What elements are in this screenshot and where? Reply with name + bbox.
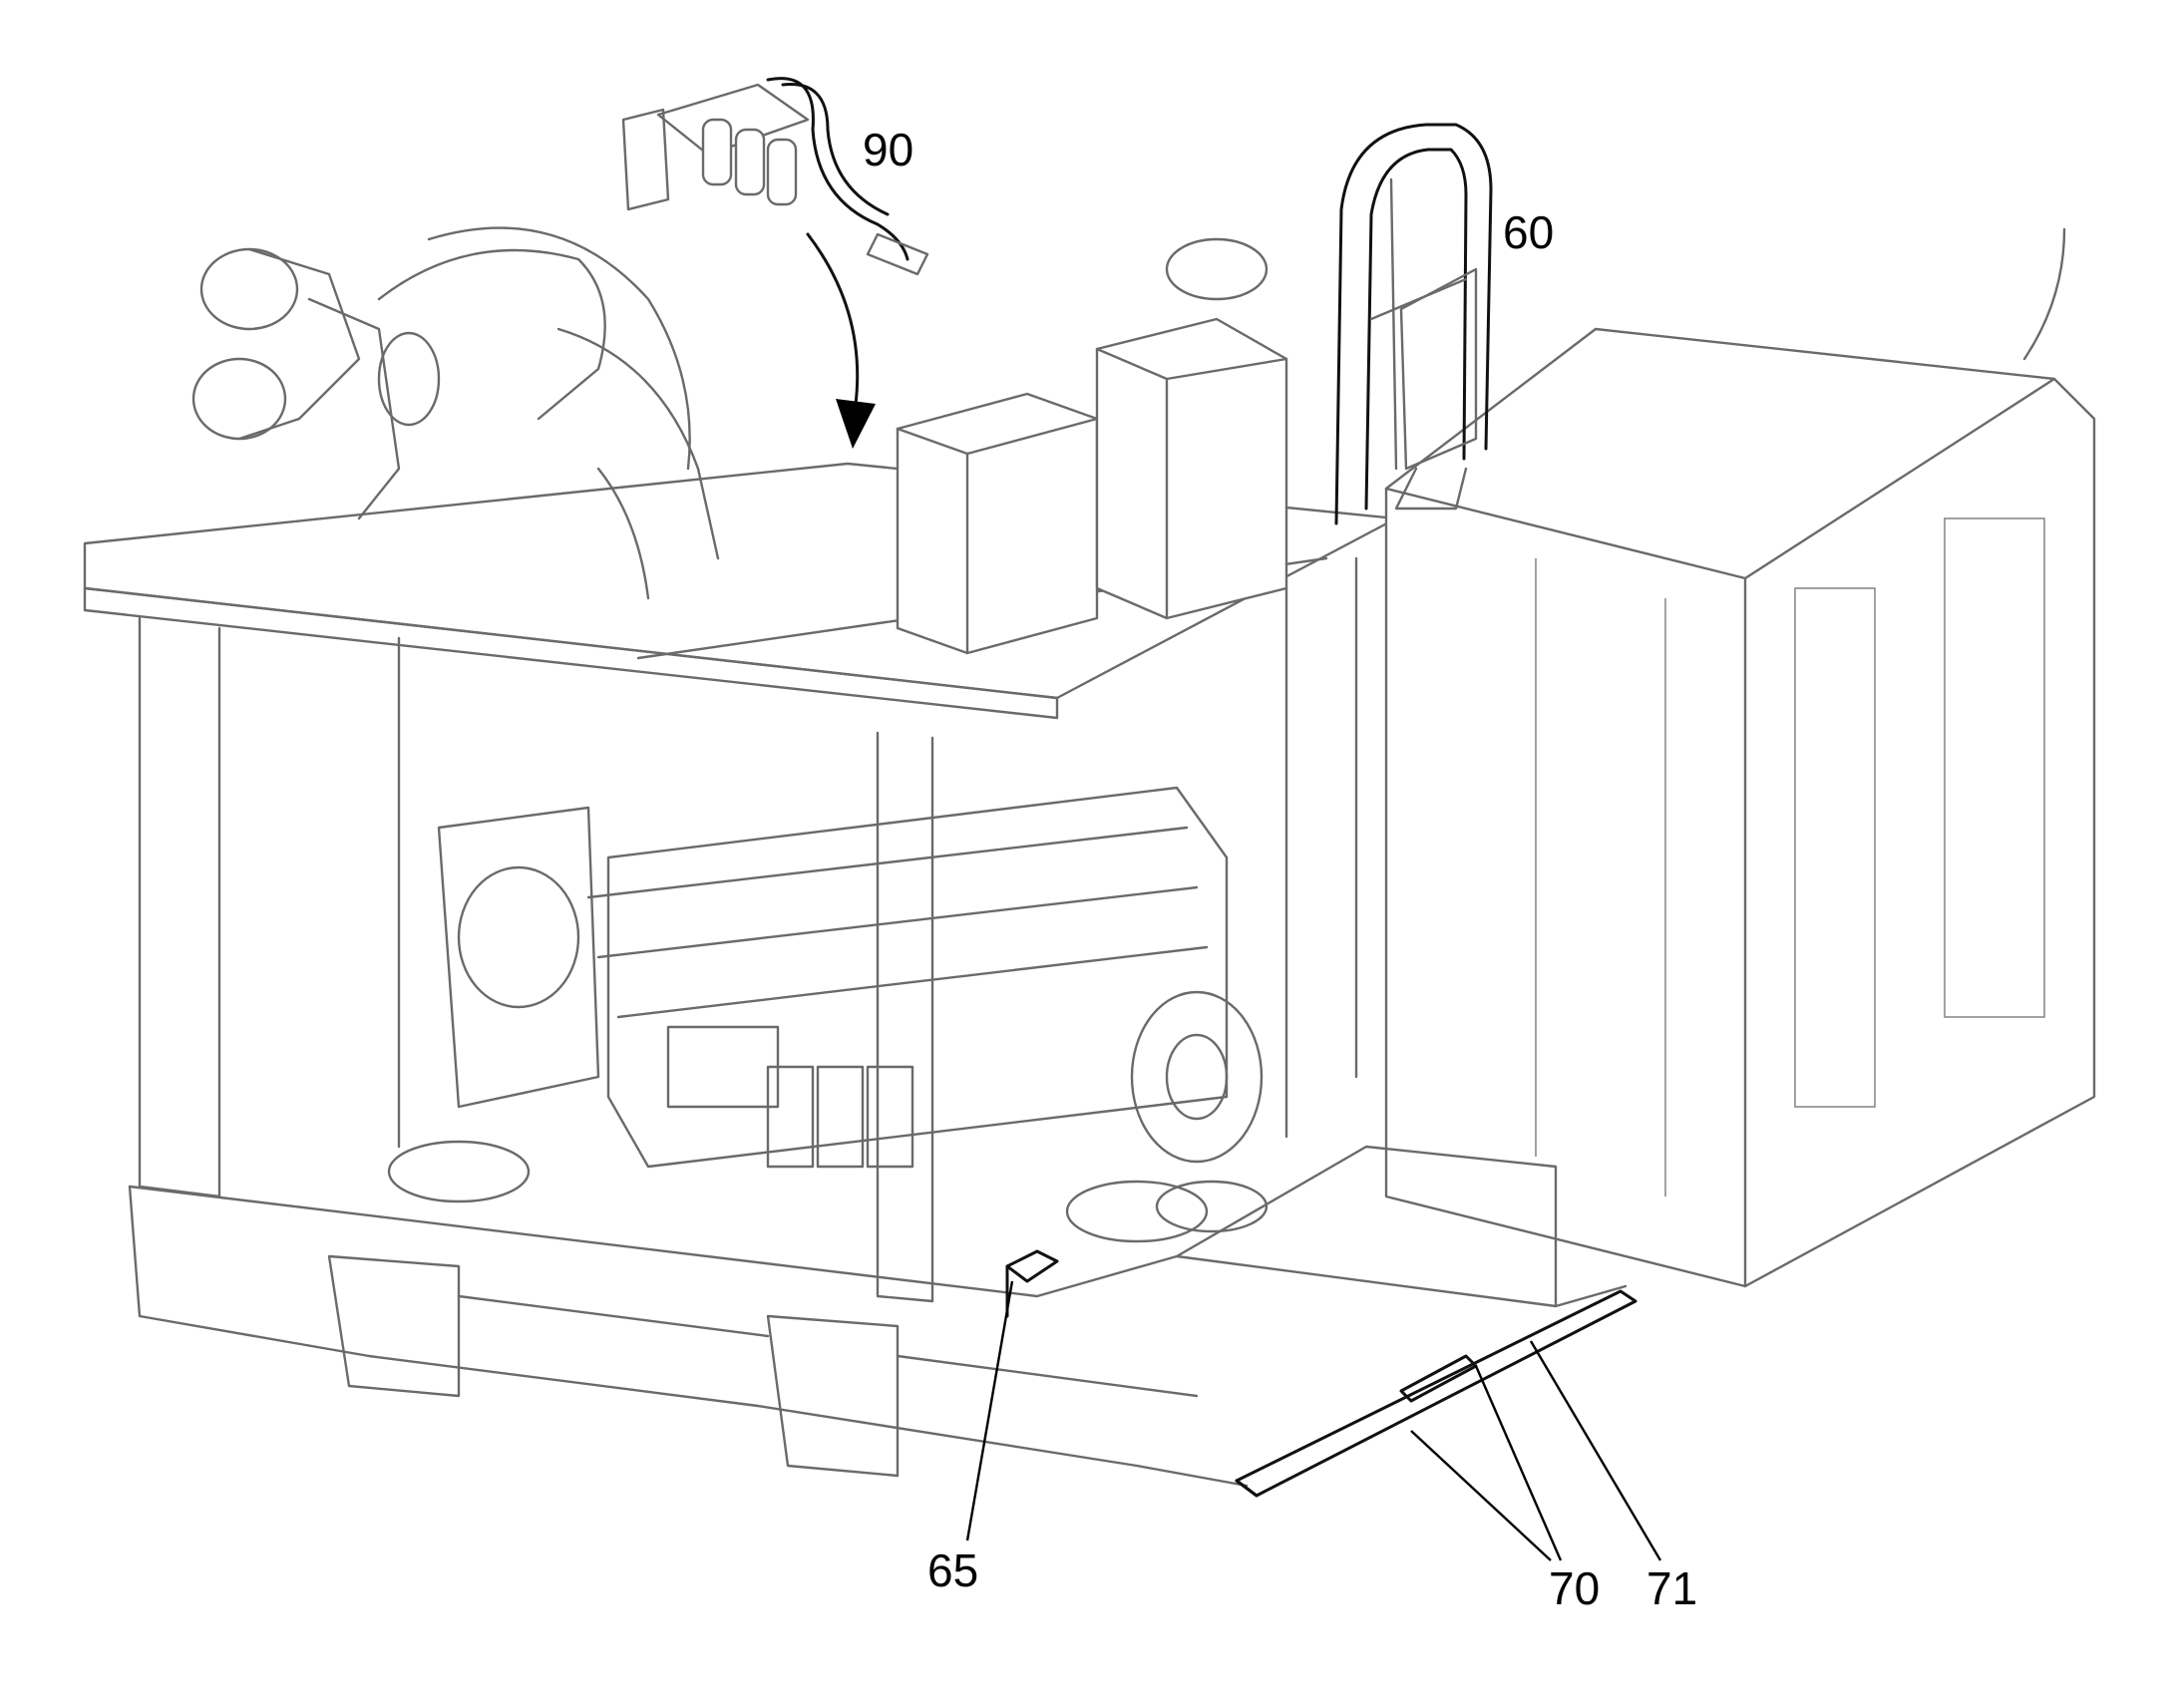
callout-filter-assembly: 90 (863, 124, 914, 175)
callout-fastener: 71 (1646, 1562, 1698, 1614)
handrail (1334, 123, 1493, 525)
main-frame (83, 462, 1398, 1303)
leader-lines (965, 1280, 1662, 1561)
bracket (1005, 1249, 1059, 1318)
exhaust-stacks (191, 226, 720, 600)
installation-arrow (806, 232, 876, 449)
floor-plate (1235, 1289, 1637, 1498)
cooling-modules (896, 237, 1288, 655)
callout-floor-plate: 70 (1549, 1562, 1601, 1614)
engine-block (437, 786, 1264, 1169)
filter-assembly (621, 77, 929, 276)
callout-handrail: 60 (1503, 206, 1555, 258)
callout-bracket: 65 (927, 1544, 979, 1596)
base-skid (128, 1140, 1628, 1488)
right-enclosure (1384, 227, 2096, 1288)
